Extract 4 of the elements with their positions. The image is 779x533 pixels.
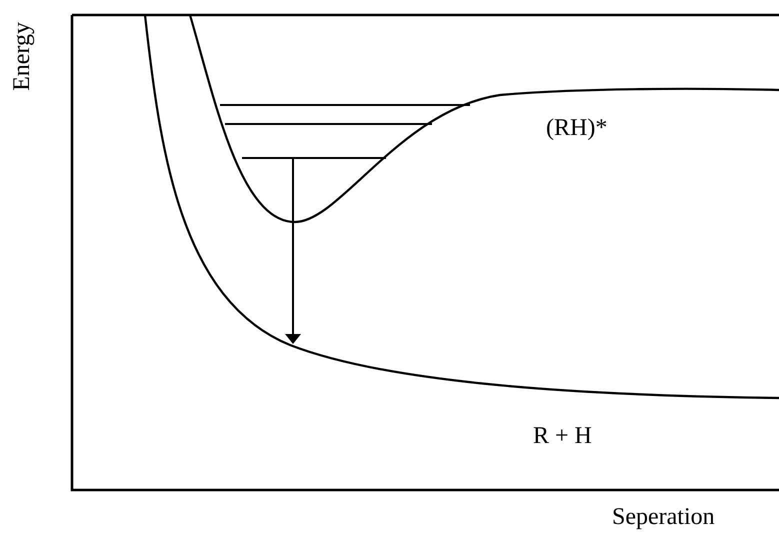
curve-label: (RH)* <box>546 116 608 140</box>
curve-label: R + H <box>533 424 592 448</box>
axis-title: Seperation <box>612 505 715 529</box>
axis-title: Energy <box>10 22 34 91</box>
